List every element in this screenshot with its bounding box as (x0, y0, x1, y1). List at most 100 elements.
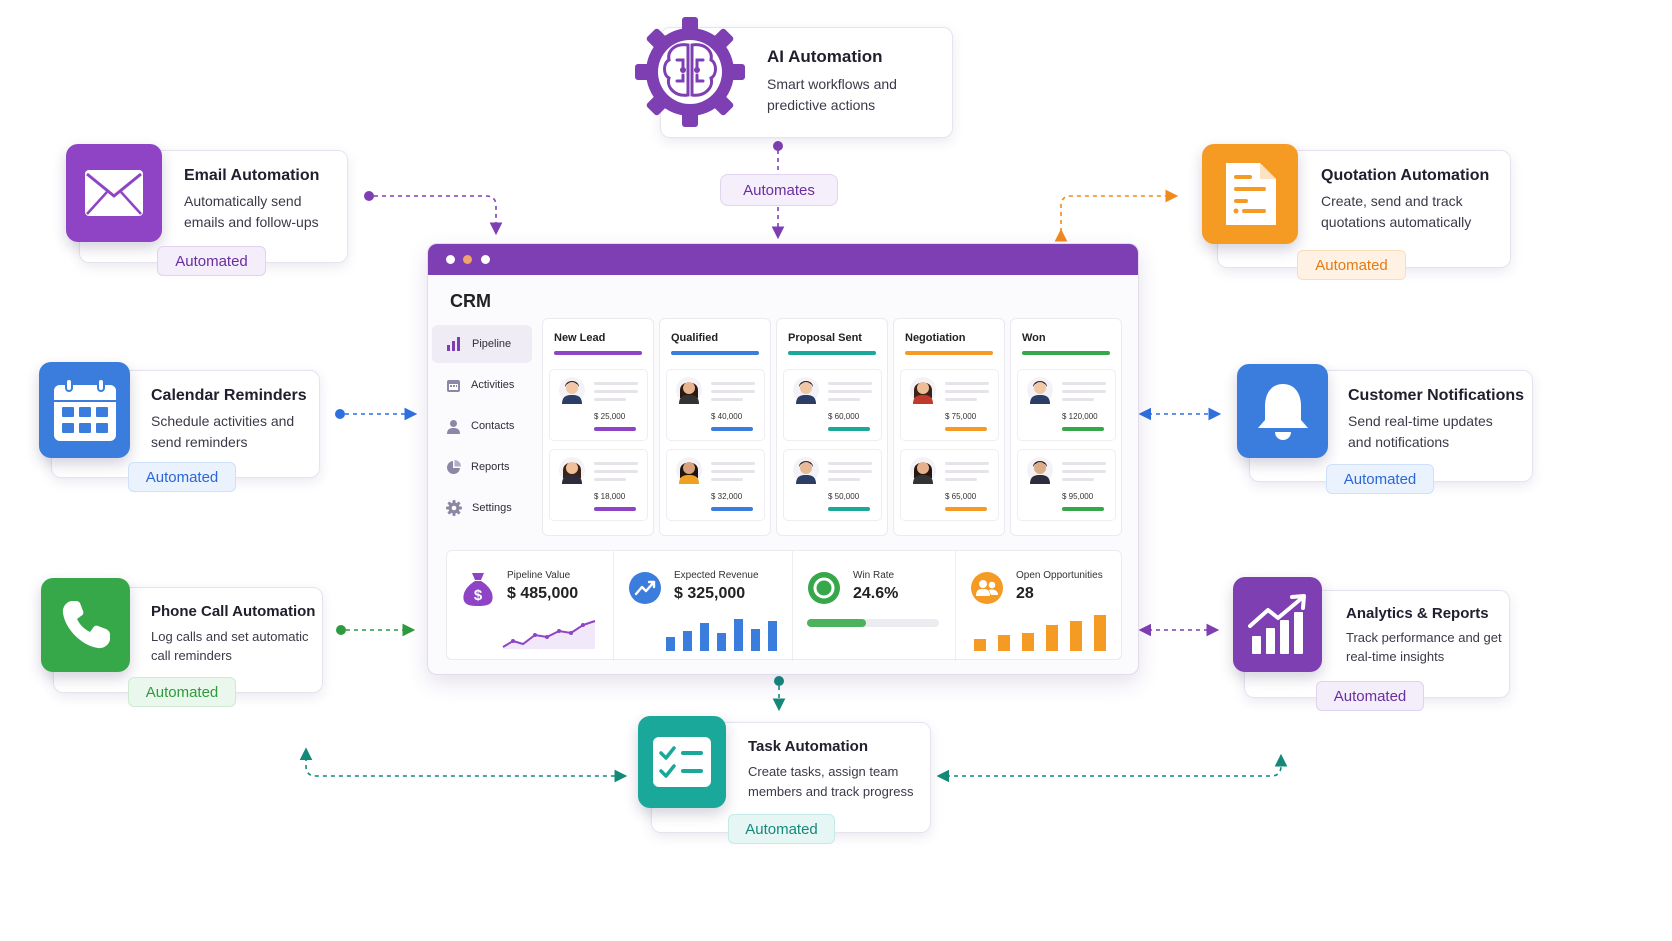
analytics-automated-badge: Automated (1316, 681, 1424, 711)
customer-notifications-title: Customer Notifications (1348, 387, 1525, 404)
crm-window: CRM Pipeline Activities Contacts Reports… (427, 243, 1139, 675)
window-dot-3[interactable] (481, 255, 490, 264)
gear-icon (446, 500, 462, 516)
stat-label: Expected Revenue (674, 570, 759, 581)
avatar (1027, 377, 1053, 404)
pipeline-column: Qualified$ 40,000$ 32,000 (659, 318, 771, 536)
placeholder-line (1062, 462, 1106, 465)
lead-amount: $ 18,000 (594, 492, 626, 501)
pipeline-column: Negotiation$ 75,000$ 65,000 (893, 318, 1005, 536)
placeholder-line (1062, 398, 1094, 401)
lead-progress-bar (945, 507, 987, 511)
stat-label: Open Opportunities (1016, 570, 1103, 581)
lead-progress-bar (1062, 507, 1104, 511)
placeholder-line (711, 398, 743, 401)
lead-card[interactable]: $ 120,000 (1017, 369, 1116, 441)
phone-icon (41, 578, 130, 672)
placeholder-line (711, 462, 755, 465)
calendar-icon (39, 362, 130, 458)
lead-card[interactable]: $ 50,000 (783, 449, 882, 521)
lead-amount: $ 65,000 (945, 492, 977, 501)
sidebar-item-contacts[interactable]: Contacts (432, 407, 532, 445)
column-color-bar (671, 351, 759, 355)
placeholder-line (594, 390, 638, 393)
sidebar-item-label: Activities (471, 379, 515, 391)
sidebar-item-settings[interactable]: Settings (432, 489, 532, 527)
avatar (793, 377, 819, 404)
avatar (559, 457, 585, 484)
email-automated-badge: Automated (157, 246, 266, 276)
phone-automated-badge: Automated (128, 677, 236, 707)
envelope-icon (66, 144, 162, 242)
lead-card[interactable]: $ 25,000 (549, 369, 648, 441)
column-color-bar (905, 351, 993, 355)
sidebar-item-reports[interactable]: Reports (432, 448, 532, 486)
lead-card[interactable]: $ 60,000 (783, 369, 882, 441)
placeholder-line (828, 390, 872, 393)
lead-progress-bar (594, 427, 636, 431)
lead-progress-bar (594, 507, 636, 511)
window-titlebar (428, 244, 1138, 275)
task-automation-title: Task Automation (748, 738, 869, 755)
window-dot-2[interactable] (463, 255, 472, 264)
sidebar-item-label: Pipeline (472, 338, 512, 350)
column-title: Won (1022, 332, 1046, 344)
lead-card[interactable]: $ 65,000 (900, 449, 999, 521)
lead-amount: $ 95,000 (1062, 492, 1094, 501)
phone-connector (336, 623, 416, 637)
sparkline (502, 620, 596, 649)
mini-bar-chart (666, 619, 777, 651)
lead-card[interactable]: $ 18,000 (549, 449, 648, 521)
placeholder-line (945, 382, 989, 385)
quotation-automation-title: Quotation Automation (1321, 167, 1490, 184)
stat-divider (955, 551, 956, 661)
placeholder-line (828, 398, 860, 401)
placeholder-line (1062, 390, 1106, 393)
email-automation-description: Automatically send emails and follow-ups (184, 193, 319, 230)
lead-amount: $ 75,000 (945, 412, 977, 421)
crm-title: CRM (450, 291, 491, 311)
stat-open-opportunities: Open Opportunities 28 (956, 551, 1122, 661)
email-connector (364, 191, 503, 236)
avatar (793, 457, 819, 484)
lead-amount: $ 50,000 (828, 492, 860, 501)
lead-amount: $ 40,000 (711, 412, 743, 421)
placeholder-line (594, 398, 626, 401)
window-dot-1[interactable] (446, 255, 455, 264)
stat-value: 28 (1016, 585, 1034, 602)
lead-card[interactable]: $ 95,000 (1017, 449, 1116, 521)
stat-expected-revenue: Expected Revenue $ 325,000 (614, 551, 792, 661)
lead-card[interactable]: $ 75,000 (900, 369, 999, 441)
lead-card[interactable]: $ 40,000 (666, 369, 765, 441)
avatar (676, 457, 702, 484)
lead-progress-bar (828, 507, 870, 511)
stat-label: Win Rate (853, 570, 895, 581)
quotation-automated-badge: Automated (1297, 250, 1406, 280)
pipeline-column: Won $ 120,000 $ 95,000 (1010, 318, 1122, 536)
placeholder-line (828, 470, 872, 473)
stat-value: $ 325,000 (674, 585, 746, 602)
lead-amount: $ 60,000 (828, 412, 860, 421)
column-color-bar (1022, 351, 1110, 355)
quotation-connector (1054, 189, 1179, 242)
sidebar-item-activities[interactable]: Activities (432, 366, 532, 404)
placeholder-line (594, 478, 626, 481)
column-color-bar (788, 351, 876, 355)
mini-bar-chart (974, 615, 1106, 651)
stat-divider (792, 551, 793, 661)
task-connector (772, 676, 786, 712)
automates-label: Automates (720, 174, 838, 206)
avatar (910, 377, 936, 404)
placeholder-line (1062, 478, 1094, 481)
placeholder-line (945, 470, 989, 473)
placeholder-line (594, 470, 638, 473)
win-rate-fill (807, 619, 867, 627)
lead-progress-bar (828, 427, 870, 431)
stat-divider (613, 551, 614, 661)
lead-card[interactable]: $ 32,000 (666, 449, 765, 521)
sidebar-item-pipeline[interactable]: Pipeline (432, 325, 532, 363)
column-title: New Lead (554, 332, 606, 344)
pie-chart-icon (447, 459, 461, 474)
bar-chart-icon (447, 337, 460, 351)
lead-progress-bar (945, 427, 987, 431)
